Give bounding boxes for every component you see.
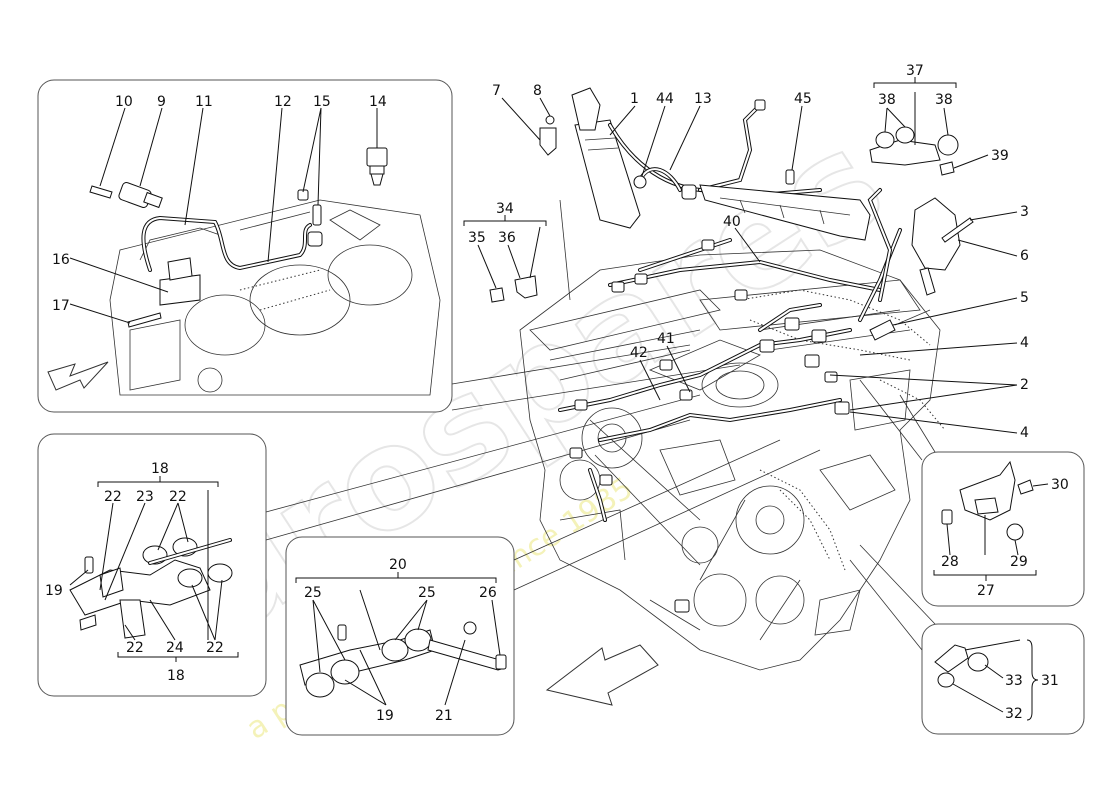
callout-27: 27 bbox=[977, 583, 995, 599]
callout-18-bottom: 18 bbox=[167, 668, 185, 684]
callout-13: 13 bbox=[694, 91, 712, 107]
callout-10: 10 bbox=[115, 94, 133, 110]
inset-bracket-20: 20 25 25 26 19 21 bbox=[285, 536, 515, 736]
callout-2: 2 bbox=[1020, 377, 1029, 393]
callout-18-top: 18 bbox=[151, 461, 169, 477]
callout-1: 1 bbox=[630, 91, 639, 107]
callout-3: 3 bbox=[1020, 204, 1029, 220]
callout-19-left: 19 bbox=[45, 583, 63, 599]
callout-4-upper: 4 bbox=[1020, 335, 1029, 351]
callout-42: 42 bbox=[630, 345, 648, 361]
callout-9: 9 bbox=[157, 94, 166, 110]
callout-41: 41 bbox=[657, 331, 675, 347]
callout-22-top-left: 22 bbox=[104, 489, 122, 505]
callout-14: 14 bbox=[369, 94, 387, 110]
callout-32: 32 bbox=[1005, 706, 1023, 722]
engine-assembly bbox=[519, 188, 946, 671]
callout-29: 29 bbox=[1010, 554, 1028, 570]
group-34: 34 35 36 bbox=[463, 201, 547, 303]
callout-36: 36 bbox=[498, 230, 516, 246]
callout-45: 45 bbox=[794, 91, 812, 107]
inset-connector-lines bbox=[265, 199, 936, 651]
callout-12: 12 bbox=[274, 94, 292, 110]
callout-23: 23 bbox=[136, 489, 154, 505]
callout-28: 28 bbox=[941, 554, 959, 570]
callout-26: 26 bbox=[479, 585, 497, 601]
inset-bracket-18: 18 22 23 22 19 22 24 22 18 bbox=[37, 433, 267, 697]
callout-17: 17 bbox=[52, 298, 70, 314]
callout-16: 16 bbox=[52, 252, 70, 268]
callout-35: 35 bbox=[468, 230, 486, 246]
callout-7: 7 bbox=[492, 83, 501, 99]
callout-15: 15 bbox=[313, 94, 331, 110]
callout-20: 20 bbox=[389, 557, 407, 573]
direction-arrow-icon bbox=[47, 361, 109, 391]
inset-bracket-27: 28 29 27 30 bbox=[921, 451, 1085, 607]
inset-frame bbox=[37, 433, 267, 697]
direction-arrow-bottom-icon bbox=[545, 644, 659, 706]
callout-22-bottom-right: 22 bbox=[206, 640, 224, 656]
callout-8: 8 bbox=[533, 83, 542, 99]
callout-40: 40 bbox=[723, 214, 741, 230]
callout-5: 5 bbox=[1020, 290, 1029, 306]
callout-19-bottom: 19 bbox=[376, 708, 394, 724]
inset-frame bbox=[285, 536, 515, 736]
callout-11: 11 bbox=[195, 94, 213, 110]
inset-sensor-31: 33 32 31 bbox=[921, 623, 1085, 735]
ecu-and-harness: 1 44 13 45 7 8 40 bbox=[492, 83, 871, 263]
callout-37: 37 bbox=[906, 63, 924, 79]
callout-24: 24 bbox=[166, 640, 184, 656]
callout-33: 33 bbox=[1005, 673, 1023, 689]
group-41-42: 41 42 bbox=[630, 331, 691, 401]
callout-39: 39 bbox=[991, 148, 1009, 164]
inset-sensor-harness: 10 9 11 12 15 14 16 17 bbox=[37, 79, 453, 413]
right-parts: 3 6 5 4 2 4 bbox=[829, 197, 1029, 441]
callout-34: 34 bbox=[496, 201, 514, 217]
callout-4-lower: 4 bbox=[1020, 425, 1029, 441]
callout-22-top-right: 22 bbox=[169, 489, 187, 505]
callout-44: 44 bbox=[656, 91, 674, 107]
callout-38-left: 38 bbox=[878, 92, 896, 108]
callout-25-right: 25 bbox=[418, 585, 436, 601]
callout-6: 6 bbox=[1020, 248, 1029, 264]
callout-30: 30 bbox=[1051, 477, 1069, 493]
callout-22-bottom-left: 22 bbox=[126, 640, 144, 656]
callout-21: 21 bbox=[435, 708, 453, 724]
callout-38-right: 38 bbox=[935, 92, 953, 108]
callout-25-left: 25 bbox=[304, 585, 322, 601]
callout-31: 31 bbox=[1041, 673, 1059, 689]
inset-frame bbox=[37, 79, 453, 413]
group-37: 37 38 38 39 bbox=[869, 63, 1009, 176]
